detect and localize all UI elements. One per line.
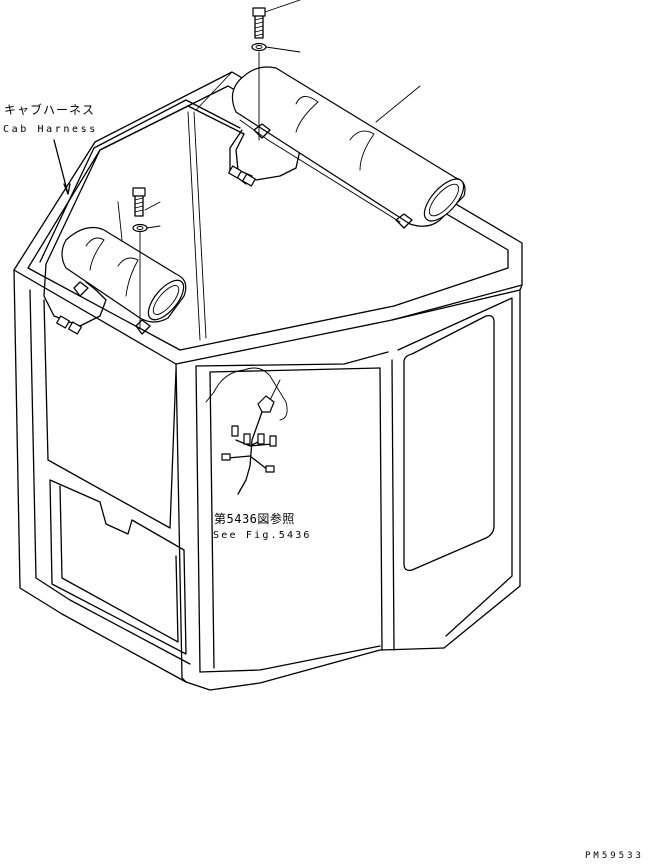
front-roof-lamp	[61, 227, 187, 335]
front-wiring-detail	[205, 367, 288, 495]
front-bolt	[132, 187, 161, 329]
cab-body	[13, 71, 523, 691]
rear-roof-lamp	[231, 66, 466, 229]
top-bolt	[251, 0, 301, 141]
left-side-panels	[43, 299, 187, 655]
cab-harness-label-en: Cab Harness	[3, 124, 98, 135]
figure-reference-label-en: See Fig.5436	[213, 530, 312, 541]
cab-harness-label-ja: キャブハーネス	[4, 103, 96, 117]
leader-lines	[53, 85, 421, 405]
drawing-code: PM59533	[585, 851, 644, 861]
right-side-window	[403, 314, 495, 572]
figure-reference-label-ja: 第5436図参照	[214, 512, 295, 526]
cab-harness	[39, 99, 301, 335]
